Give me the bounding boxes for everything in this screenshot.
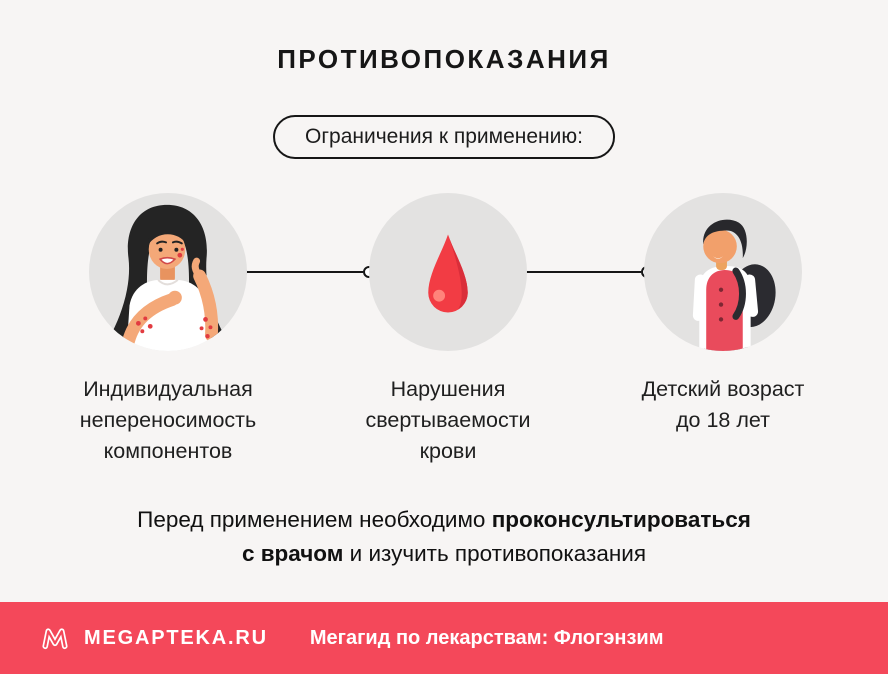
note-text: и изучить противопоказания — [349, 540, 647, 566]
caption-blood: Нарушения свертываемости крови — [348, 374, 548, 468]
advisory-note: Перед применением необходимо проконсульт… — [0, 503, 888, 571]
caption-line: крови — [419, 439, 477, 464]
caption-line: компонентов — [103, 439, 233, 464]
teenager-illustration — [692, 219, 776, 351]
blood-drop-icon — [428, 234, 468, 313]
note-line-1: Перед применением необходимо проконсульт… — [0, 503, 888, 537]
footer: MEGAPTEKA.RU Мегагид по лекарствам: Флог… — [0, 602, 888, 674]
connector-line — [524, 271, 641, 274]
caption-line: Индивидуальная — [83, 377, 253, 401]
circle-allergy — [89, 193, 247, 351]
circle-teenager — [644, 193, 802, 351]
megapteka-logo-icon — [42, 628, 68, 650]
note-text: Перед применением необходимо — [137, 507, 486, 532]
page-title: ПРОТИВОПОКАЗАНИЯ — [277, 44, 611, 74]
caption-line: Нарушения — [390, 377, 506, 401]
caption-line: до 18 лет — [676, 408, 770, 433]
note-bold: проконсультироваться — [491, 507, 751, 532]
connector-line — [247, 271, 363, 274]
note-line-2: с врачом и изучить противопоказания — [0, 537, 888, 571]
brand-name: MEGAPTEKA.RU — [84, 626, 268, 649]
footer-tagline: Мегагид по лекарствам: Флогэнзим — [309, 626, 664, 649]
caption-line: непереносимость — [79, 408, 257, 433]
note-bold: с врачом — [241, 540, 344, 566]
caption-line: Детский возраст — [641, 377, 805, 401]
circle-blood — [369, 193, 527, 351]
caption-line: свертываемости — [365, 408, 531, 433]
subtitle-badge: Ограничения к применению: — [273, 115, 615, 159]
caption-allergy: Индивидуальная непереносимость компонент… — [38, 374, 298, 468]
woman-allergy-illustration — [112, 204, 224, 351]
caption-age: Детский возраст до 18 лет — [613, 374, 833, 436]
